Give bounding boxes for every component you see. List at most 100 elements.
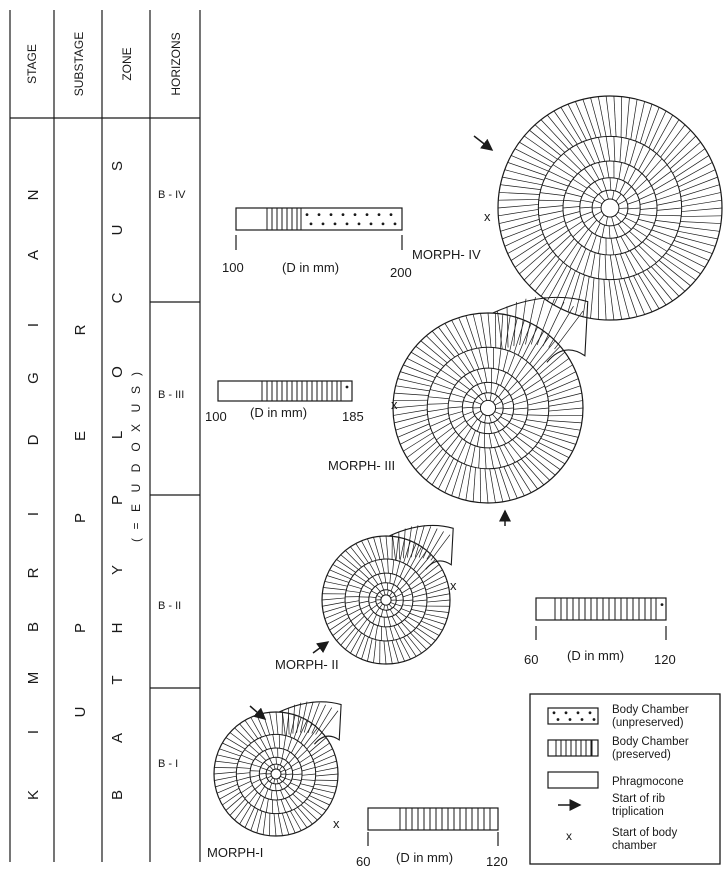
rib-line [351, 579, 364, 585]
rib-line [409, 613, 422, 618]
rib-line [459, 424, 469, 435]
rib-line [503, 408, 513, 409]
rib-line [575, 275, 584, 315]
zone-subtitle-letter: E [129, 504, 143, 512]
rib-line [500, 219, 539, 231]
bar-dot [370, 222, 373, 225]
zone-subtitle-letter: = [129, 522, 143, 529]
rib-line [631, 99, 637, 139]
rib-line [399, 612, 407, 618]
rib-line [266, 799, 268, 813]
rib-line [584, 232, 592, 247]
rib-line [538, 442, 569, 457]
rib-line [354, 574, 366, 582]
bar-dot [310, 222, 313, 225]
rib-line [636, 224, 652, 231]
rib-line [503, 351, 508, 371]
zone-letter: O [109, 366, 126, 378]
rib-line [598, 137, 604, 161]
rib-line [531, 297, 545, 344]
rib-line [290, 715, 295, 737]
bar-start-morph-i: 60 [356, 854, 370, 869]
rib-line [598, 162, 604, 178]
rib-line [609, 280, 614, 320]
rib-line [304, 802, 322, 815]
rib-line [681, 192, 721, 201]
rib-line [393, 410, 427, 416]
rib-line [419, 624, 439, 635]
rib-line [504, 376, 512, 388]
rib-line [621, 236, 629, 251]
rib-line [403, 605, 413, 606]
rib-line [466, 394, 475, 399]
rib-line [640, 214, 657, 215]
legend-unpreserved-2: (unpreserved) [612, 717, 684, 729]
rib-line [283, 762, 287, 767]
rib-line [297, 750, 307, 759]
rib-line [498, 209, 538, 215]
rib-line [489, 423, 491, 433]
rib-line [629, 231, 642, 242]
rib-line [680, 177, 718, 192]
rib-line [498, 199, 539, 200]
rib-line [511, 418, 525, 422]
zone-letter: U [109, 225, 126, 236]
rib-line [591, 253, 595, 277]
rib-line [549, 408, 583, 411]
rib-line [489, 434, 492, 448]
rib-line [309, 738, 326, 753]
rib-line [364, 585, 373, 590]
rib-line [591, 278, 594, 318]
rib-line [230, 733, 248, 746]
bar-dot [342, 213, 345, 216]
rib-line [214, 772, 236, 774]
zone-letter: L [109, 431, 126, 439]
rib-line [618, 224, 625, 234]
rib-line [466, 416, 474, 422]
rib-line [614, 96, 616, 137]
rib-line [359, 601, 368, 603]
rib-line [289, 756, 295, 763]
zone-subtitle-letter: X [129, 424, 143, 432]
rib-line [627, 213, 639, 215]
rib-line [491, 383, 492, 393]
rib-line [563, 206, 580, 208]
zone-subtitle-letter: D [129, 463, 143, 472]
rib-line [377, 602, 382, 604]
rib-line [612, 217, 614, 226]
rib-line [350, 547, 365, 565]
rib-line [396, 614, 402, 621]
rib-line [618, 212, 626, 215]
rib-line [589, 220, 597, 229]
rib-line [539, 211, 563, 216]
rib-line [492, 414, 497, 420]
rib-line [466, 466, 471, 500]
bar-dot [306, 213, 309, 216]
rib-line [637, 186, 651, 195]
rib-line [448, 407, 462, 408]
bar-dot [318, 213, 321, 216]
rib-line [581, 212, 593, 216]
rib-line [639, 245, 657, 262]
rib-line [682, 200, 722, 206]
rib-line [640, 208, 657, 210]
rib-line [634, 145, 643, 168]
zone-subtitle-letter: O [129, 442, 143, 451]
legend-body-2: chamber [612, 840, 657, 852]
rib-line [464, 352, 474, 371]
rib-line [635, 179, 647, 191]
rib-line [474, 411, 481, 415]
rib-arrow-ii [313, 642, 328, 653]
rib-line [618, 200, 626, 204]
rib-line [576, 248, 585, 271]
rib-line [399, 531, 400, 559]
rib-line [610, 255, 614, 280]
rib-line [337, 624, 354, 640]
bar-dot [661, 603, 664, 606]
substage-letter: R [72, 324, 89, 335]
rib-line [386, 627, 388, 641]
rib-line [606, 161, 609, 178]
rib-line [591, 165, 599, 180]
body-chamber-marker-iii: x [391, 397, 398, 412]
rib-line [389, 604, 392, 608]
